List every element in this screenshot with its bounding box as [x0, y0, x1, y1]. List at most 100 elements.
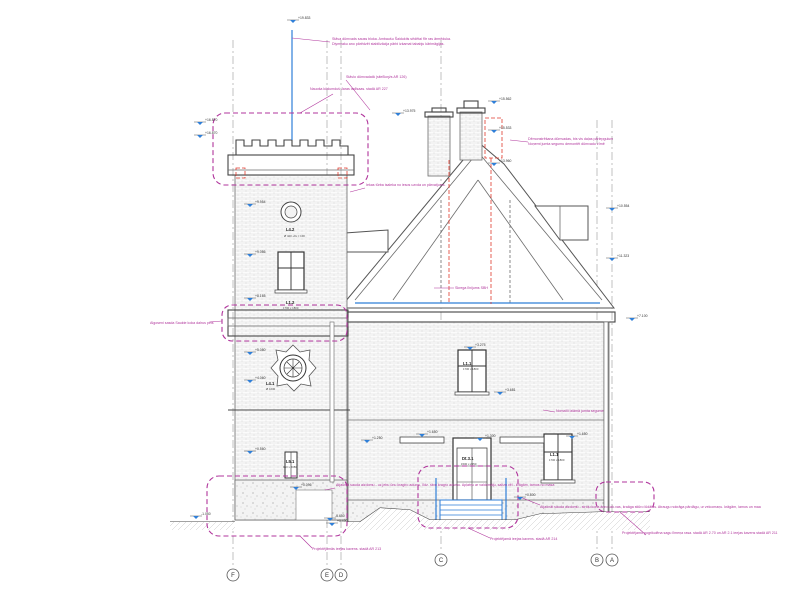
level-marker: +1.650 [416, 430, 438, 437]
level-marker: +3.275 [464, 343, 486, 350]
tower-window-upper [274, 251, 308, 294]
level-marker-label: +19.833 [298, 16, 310, 20]
axis-bubble-c: C [434, 553, 448, 567]
level-marker: +10.554 [606, 204, 629, 211]
window-tags: L4.2 Ø 420 +0x = 100 L1.2 1700 x 1800 L4… [266, 227, 565, 469]
level-marker: +1.250 [361, 436, 383, 443]
level-marker-label: +16.870 [205, 118, 217, 122]
main-window-right [540, 433, 576, 484]
level-marker: +11.323 [606, 254, 629, 261]
level-marker: +15.533 [488, 126, 511, 133]
annotation-1: Stāva dūmvads sauss bloka. Ambaušu Šaidu… [332, 36, 451, 41]
main-entry-door [452, 437, 492, 501]
level-marker: -0.650 [324, 514, 345, 521]
level-marker-label: +13.960 [499, 159, 511, 163]
level-marker: +0.096 [290, 483, 312, 490]
tag-l11-upper-sub: 1700 x 1800 [463, 367, 479, 371]
axis-label: D [339, 573, 344, 579]
level-marker: +9.954 [244, 200, 266, 207]
level-marker-label: -0.650 [335, 514, 345, 518]
annotation-texts: Stāva dūmvads sauss bloka. Ambaušu Šaidu… [150, 36, 778, 551]
tag-dt31: Dt.3.1 [462, 456, 474, 461]
level-marker-label: +3.275 [475, 343, 486, 347]
level-markers: +19.833 +16.870 +16.870 +15.562 +15.533 +13.9… [190, 16, 648, 526]
level-marker-label: +5.080 [255, 348, 266, 352]
level-marker: +1.650 [566, 432, 588, 439]
annotation-15: Projektējamo pogrikulēna sagu līmeņa ras… [622, 531, 778, 535]
axis-bubble-a: A [605, 553, 619, 567]
level-marker-label: +4.060 [255, 376, 266, 380]
ground-line [170, 507, 650, 530]
level-marker: +15.562 [488, 97, 511, 104]
level-marker: +13.975 [392, 109, 415, 116]
level-marker: -1.050 [190, 512, 211, 519]
level-marker-label: +1.650 [577, 432, 588, 436]
level-marker-label: +1.650 [427, 430, 438, 434]
tag-l51: L5.1 [286, 459, 295, 464]
tag-l11-upper: L1.1 [463, 361, 472, 366]
level-marker: +1.300 [474, 434, 496, 441]
tower-entry-ramp [295, 489, 333, 521]
level-marker-label: +13.975 [403, 109, 415, 113]
tag-l42-sub: Ø 420 +0x = 100 [284, 234, 305, 238]
tag-l41-sub: Ø 1600 [266, 387, 276, 391]
level-marker: +3.681 [494, 388, 516, 395]
level-marker-label: +3.681 [505, 388, 516, 392]
level-marker-label: +0.560 [255, 447, 266, 451]
level-marker-label: +9.954 [255, 200, 266, 204]
tag-l12-sub: 1700 x 1800 [283, 306, 299, 310]
tag-l11-right-sub: 1700 x 1800 [549, 458, 565, 462]
annotation-8: Skrega līnijums SBH [455, 286, 488, 290]
level-marker: +9.086 [244, 250, 266, 257]
side-roof-segment [344, 205, 589, 253]
annotation-11: Atjaunāt sauda aizdomu - uz.jebu ūnu kra… [336, 483, 554, 487]
axis-label: C [439, 558, 444, 564]
level-marker-label: +15.562 [499, 97, 511, 101]
annotation-9: Algoseni sasda Saukte koka dalrus pēls [150, 321, 214, 325]
level-marker-label: +16.870 [205, 131, 217, 135]
level-marker: +16.870 [194, 131, 217, 138]
main-window-upper [454, 349, 490, 396]
annotation-7: Iekas tūrba isaleka no iesos uzvda un pā… [366, 183, 446, 187]
annotation-6: Noņemt jumta segumu demontēt dūmvadu zīm… [528, 142, 605, 146]
level-marker-label: +8.165 [255, 294, 266, 298]
level-marker: +5.080 [244, 348, 266, 355]
tag-l51-sub: 950 x 2080 [283, 465, 297, 469]
axis-bubble-d: D [334, 568, 348, 582]
level-marker-label: +7.100 [637, 314, 648, 318]
level-marker: +0.560 [244, 447, 266, 454]
level-marker-label: +10.554 [617, 204, 629, 208]
tag-l41: L4.1 [266, 381, 275, 386]
level-marker: +13.960 [488, 159, 511, 166]
leader-lines [209, 37, 647, 549]
level-marker-label: +1.300 [485, 434, 496, 438]
level-marker: +0.450 [326, 519, 348, 526]
tower-oculus-upper [280, 201, 302, 223]
level-marker-label: +0.450 [337, 519, 348, 523]
tag-l12: L1.2 [286, 300, 295, 305]
level-marker-label: -1.050 [201, 512, 211, 516]
level-marker: +19.833 [287, 16, 310, 23]
level-marker-label: +11.323 [617, 254, 629, 258]
axis-bubble-f: F [226, 568, 240, 582]
axis-label: E [325, 573, 329, 579]
tag-l11-right: L1.1 [550, 452, 559, 457]
level-marker: +7.100 [626, 314, 648, 321]
level-marker-label: +9.086 [255, 250, 266, 254]
level-marker-label: +0.800 [525, 493, 536, 497]
chimney-left [424, 107, 454, 177]
tower-door [284, 451, 298, 479]
level-marker-label: +1.250 [372, 436, 383, 440]
annotation-14: Projektējamā ieejas kavens. stadā AR 214 [490, 537, 557, 541]
annotation-3: Stāvlo dūmvadatā (siteBoŋžs AR 126) [346, 75, 407, 79]
annotation-10: Noma'ili iziāmā jumta segume [556, 409, 604, 413]
axis-label: B [595, 558, 599, 564]
annotation-13: Projektējamās ieejas kavens. stadā AR 21… [312, 547, 381, 551]
annotation-5: Dēmonstrēšana dūmvadas, bis vis daļas pā… [528, 137, 613, 141]
annotation-12: Atjaunāt sauda aizdomu - struļu kona ānr… [540, 505, 761, 509]
axis-bubble-b: B [590, 553, 604, 567]
main-gable-roof [338, 141, 616, 309]
entry-stairs [435, 478, 507, 523]
